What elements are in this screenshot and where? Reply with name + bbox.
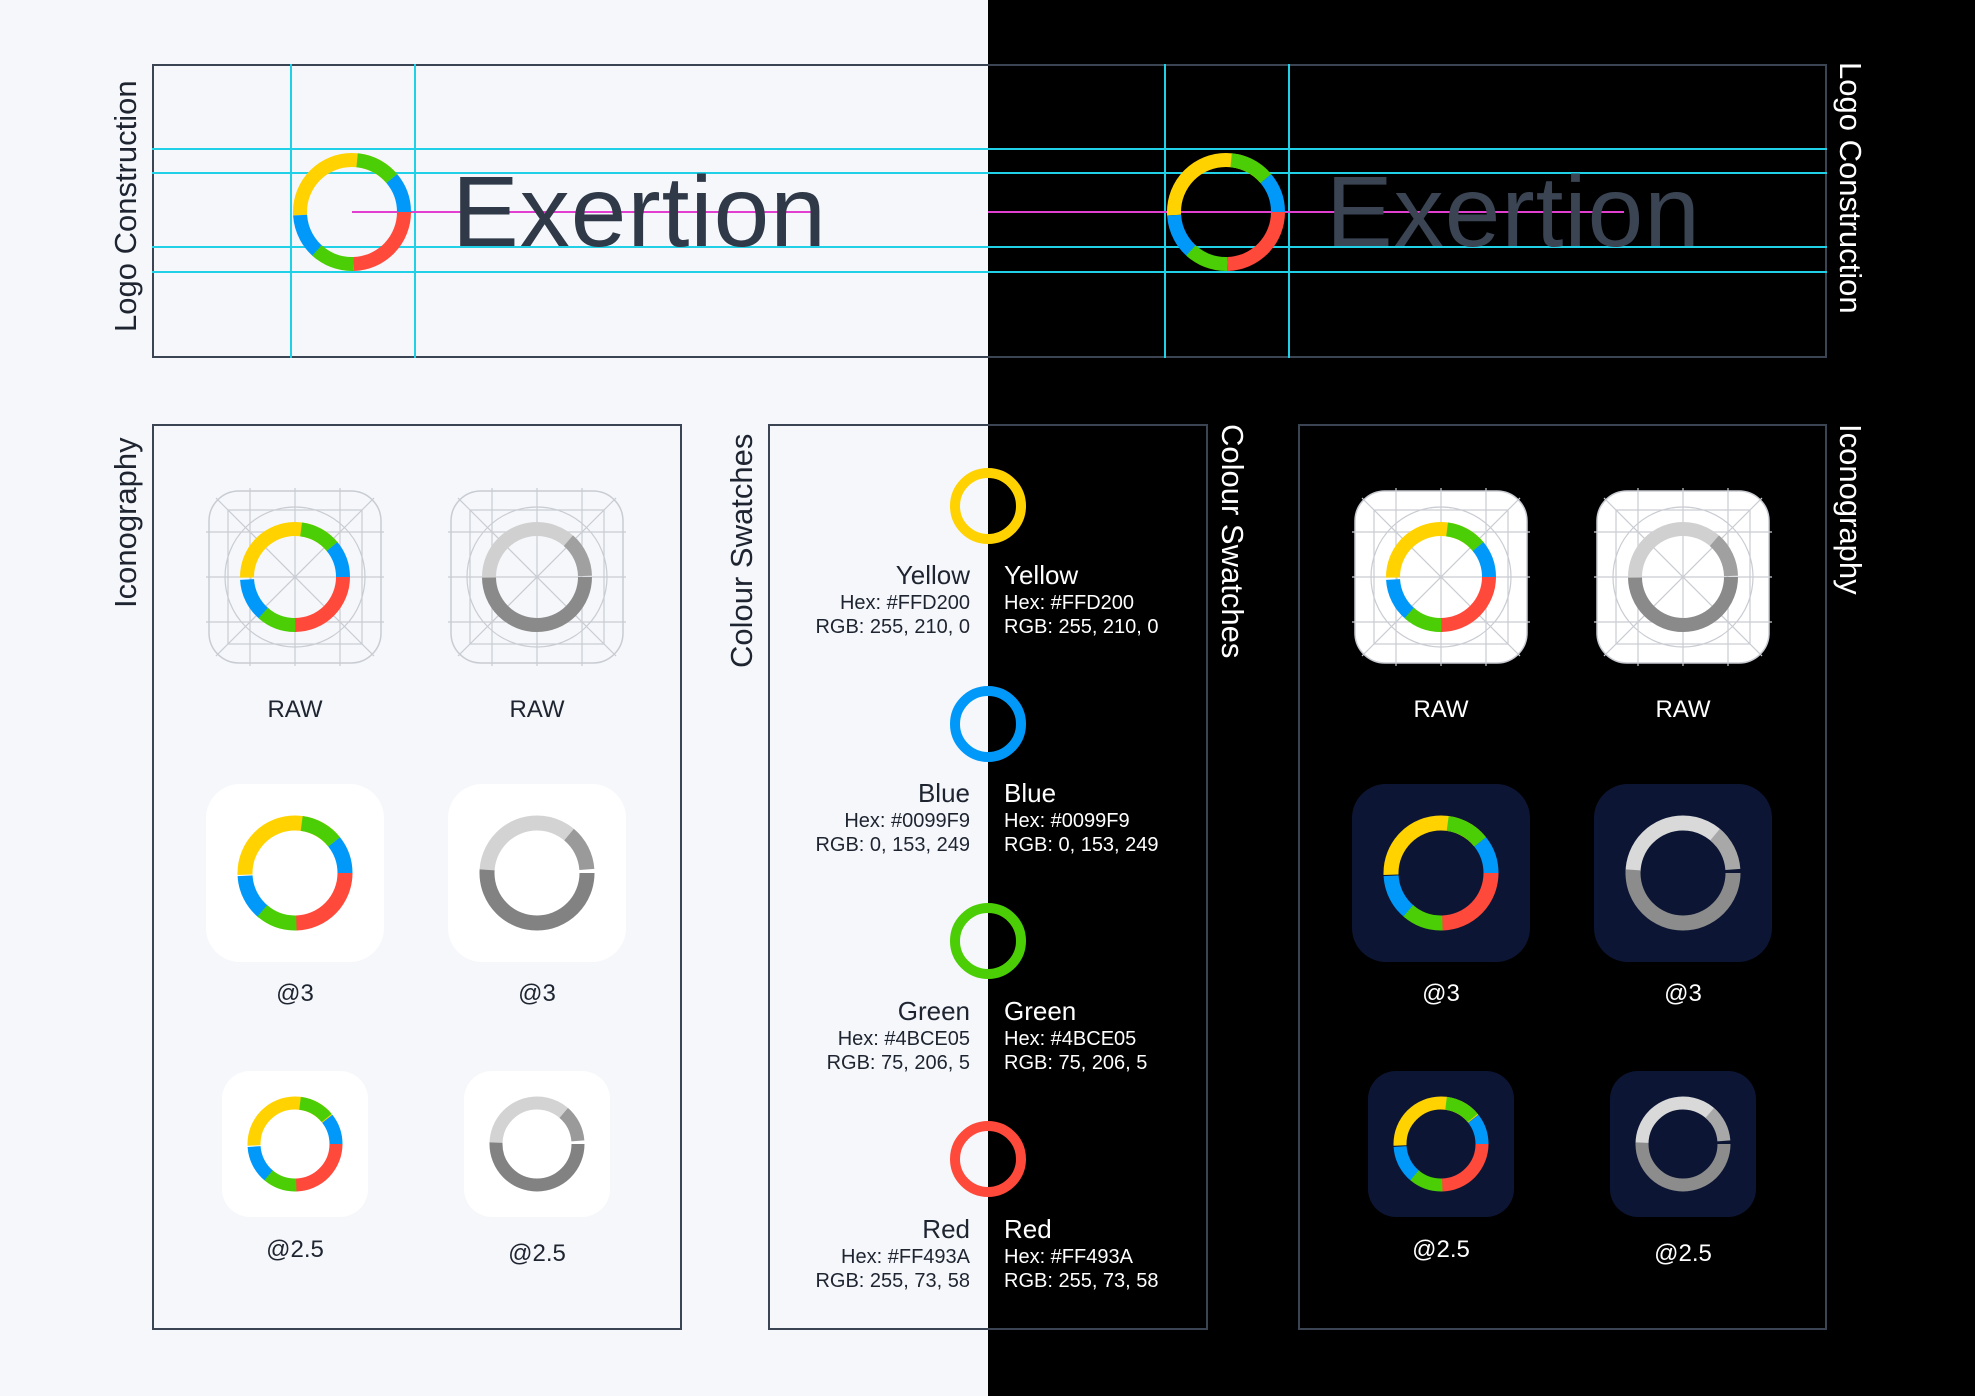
swatch-ring-green-icon [950, 903, 1026, 979]
swatch-name: Red [922, 1214, 970, 1244]
swatch-hex: Hex: #0099F9 [844, 810, 970, 833]
iconography-frame-dark [1298, 424, 1827, 1330]
swatch-hex: Hex: #FFD200 [1004, 592, 1135, 615]
icon-label-raw-3: RAW [1413, 696, 1469, 723]
swatch-rgb: RGB: 75, 206, 5 [1004, 1052, 1148, 1075]
swatch-name: Green [1004, 996, 1077, 1026]
swatch-hex: Hex: #FF493A [1004, 1246, 1133, 1269]
app-icon-color-3x-light [206, 784, 384, 962]
swatch-rgb: RGB: 75, 206, 5 [826, 1052, 970, 1075]
swatch-hex: Hex: #FF493A [841, 1246, 970, 1269]
ring-color-small-icon [247, 1096, 343, 1192]
icon-label-2-5x-2: @2.5 [508, 1240, 566, 1267]
logo-construction-title-right: Logo Construction [1833, 62, 1868, 314]
swatch-hex: Hex: #4BCE05 [1004, 1028, 1137, 1051]
colour-swatches-title-right: Colour Swatches [1215, 424, 1250, 659]
swatch-yellow-light: Yellow Hex: #FFD200 RGB: 255, 210, 0 [770, 560, 970, 639]
swatch-rgb: RGB: 255, 210, 0 [1004, 616, 1159, 639]
swatch-ring-yellow-icon [950, 468, 1026, 544]
icon-label-3x-4: @3 [1664, 980, 1702, 1007]
ring-mono-dark-icon [1625, 815, 1741, 931]
ring-mono-icon [479, 815, 595, 931]
colour-swatches-frame [768, 424, 1208, 1330]
icon-label-3x-1: @3 [276, 980, 314, 1007]
swatch-rgb: RGB: 0, 153, 249 [815, 834, 970, 857]
app-icon-color-2-5x-light [222, 1071, 368, 1217]
ring-mono-small-dark-icon [1635, 1096, 1731, 1192]
icon-label-raw-2: RAW [509, 696, 565, 723]
baseline-guide-right [988, 211, 1624, 213]
ring-mono-small-icon [489, 1096, 585, 1192]
guide-line-bottom [152, 271, 1827, 273]
icon-label-2-5x-1: @2.5 [266, 1236, 324, 1263]
iconography-title-right: Iconography [1833, 424, 1868, 595]
swatch-ring-blue-icon [950, 686, 1026, 762]
ring-color-small-dark-icon [1393, 1096, 1489, 1192]
swatch-blue-dark: Blue Hex: #0099F9 RGB: 0, 153, 249 [1004, 778, 1204, 857]
logo-ring-icon-light [293, 153, 411, 271]
swatch-hex: Hex: #FFD200 [839, 592, 970, 615]
swatch-name: Blue [917, 778, 970, 808]
app-icon-mono-2-5x-light [464, 1071, 610, 1217]
iconography-title-left: Iconography [108, 437, 143, 608]
swatch-ring-red-icon [950, 1121, 1026, 1197]
app-icon-mono-2-5x-dark [1610, 1071, 1756, 1217]
raw-grid-color-dark-icon [1352, 488, 1530, 666]
swatch-red-light: Red Hex: #FF493A RGB: 255, 73, 58 [770, 1214, 970, 1293]
guide-line-upper [152, 172, 1827, 174]
app-icon-mono-3x-dark [1594, 784, 1772, 962]
swatch-yellow-dark: Yellow Hex: #FFD200 RGB: 255, 210, 0 [1004, 560, 1204, 639]
swatch-green-light: Green Hex: #4BCE05 RGB: 75, 206, 5 [770, 996, 970, 1075]
swatch-name: Yellow [895, 560, 970, 590]
swatch-name: Blue [1004, 778, 1057, 808]
swatch-blue-light: Blue Hex: #0099F9 RGB: 0, 153, 249 [770, 778, 970, 857]
wordmark-dark: Exertion [1326, 156, 1701, 268]
swatch-rgb: RGB: 0, 153, 249 [1004, 834, 1159, 857]
guide-line-v1 [290, 64, 292, 358]
guide-line-lower [152, 246, 1827, 248]
app-icon-color-2-5x-dark [1368, 1071, 1514, 1217]
swatch-rgb: RGB: 255, 210, 0 [815, 616, 970, 639]
swatch-red-dark: Red Hex: #FF493A RGB: 255, 73, 58 [1004, 1214, 1204, 1293]
swatch-name: Yellow [1004, 560, 1079, 590]
ring-color-icon [237, 815, 353, 931]
colour-swatches-title-left: Colour Swatches [724, 433, 759, 668]
app-icon-color-3x-dark [1352, 784, 1530, 962]
icon-label-2-5x-3: @2.5 [1412, 1236, 1470, 1263]
guide-line-top [152, 148, 1827, 150]
logo-construction-frame [152, 64, 1827, 358]
wordmark-light: Exertion [452, 156, 827, 268]
icon-label-2-5x-4: @2.5 [1654, 1240, 1712, 1267]
swatch-name: Green [897, 996, 970, 1026]
swatch-rgb: RGB: 255, 73, 58 [1004, 1270, 1159, 1293]
app-icon-mono-3x-light [448, 784, 626, 962]
raw-grid-color-icon [206, 488, 384, 666]
logo-construction-title-left: Logo Construction [108, 80, 143, 332]
raw-grid-mono-dark-icon [1594, 488, 1772, 666]
swatch-green-dark: Green Hex: #4BCE05 RGB: 75, 206, 5 [1004, 996, 1204, 1075]
swatch-rgb: RGB: 255, 73, 58 [815, 1270, 970, 1293]
icon-label-raw-1: RAW [267, 696, 323, 723]
icon-label-raw-4: RAW [1655, 696, 1711, 723]
logo-ring-icon-dark [1167, 153, 1285, 271]
iconography-frame-light [152, 424, 682, 1330]
raw-grid-mono-icon [448, 488, 626, 666]
swatch-hex: Hex: #0099F9 [1004, 810, 1130, 833]
icon-label-3x-2: @3 [518, 980, 556, 1007]
swatch-name: Red [1004, 1214, 1052, 1244]
ring-color-dark-icon [1383, 815, 1499, 931]
swatch-hex: Hex: #4BCE05 [837, 1028, 970, 1051]
baseline-guide-left [352, 211, 812, 213]
icon-label-3x-3: @3 [1422, 980, 1460, 1007]
